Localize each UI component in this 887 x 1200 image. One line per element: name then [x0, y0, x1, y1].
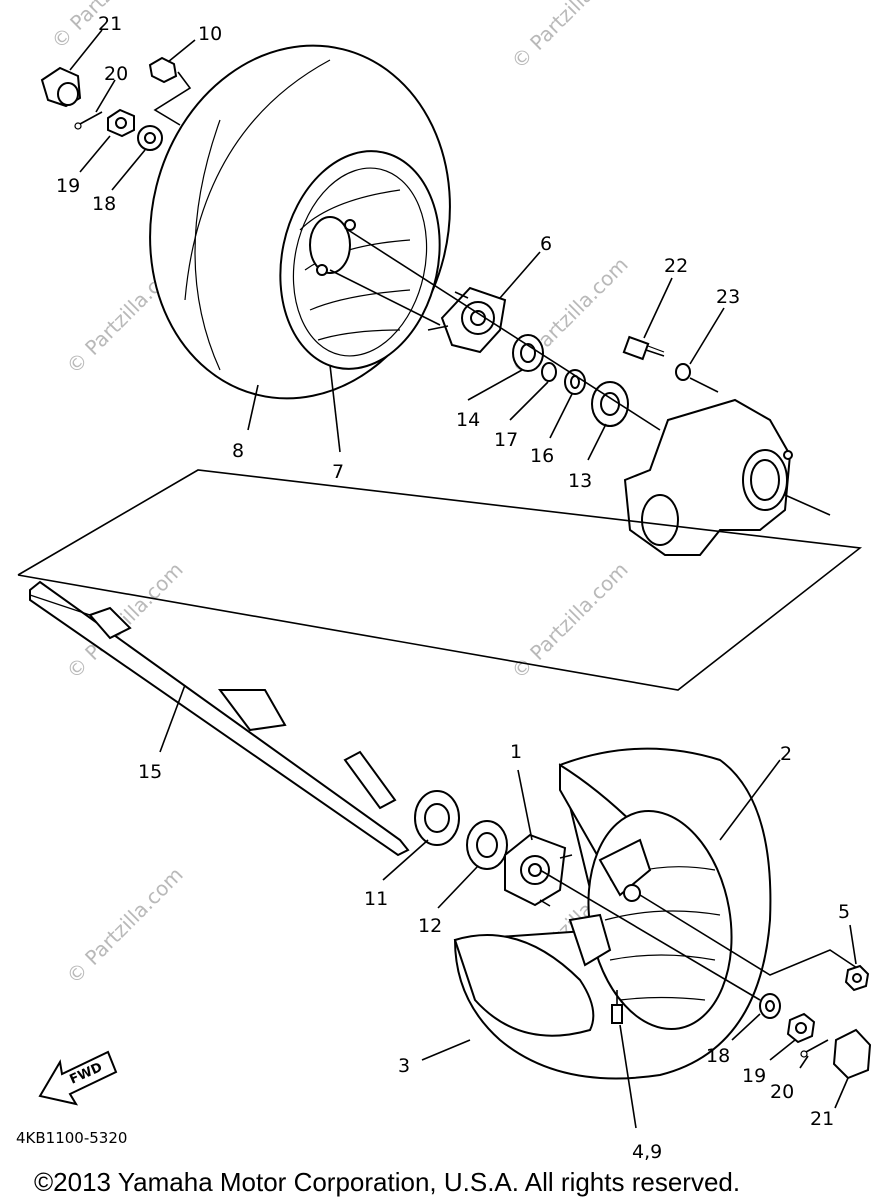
callout-16: 16	[530, 445, 554, 467]
callout-1: 1	[510, 741, 522, 763]
nut-5	[844, 964, 870, 992]
nut-10	[148, 56, 178, 84]
hub-1	[504, 833, 573, 907]
callout-21-lower: 21	[810, 1108, 834, 1130]
callout-18-upper: 18	[92, 193, 116, 215]
copyright-footer: ©2013 Yamaha Motor Corporation, U.S.A. A…	[34, 1167, 740, 1197]
bearing-12	[466, 820, 508, 870]
callout-20-lower: 20	[770, 1081, 794, 1103]
callout-19-upper: 19	[56, 175, 80, 197]
callout-8: 8	[232, 440, 244, 462]
cap-21-lower	[832, 1028, 872, 1080]
callout-labels: 21 10 20 19 18 6 22 23 8 7 14 17 16 13 1…	[56, 13, 850, 1163]
callout-7: 7	[332, 461, 344, 483]
callout-5: 5	[838, 901, 850, 923]
hub-6	[427, 286, 507, 354]
axis-line-case	[784, 494, 831, 516]
axis-line-upper-2	[329, 269, 441, 326]
nut-19-upper	[107, 108, 135, 138]
upper-wheel-assembly	[149, 44, 451, 400]
callout-17: 17	[494, 429, 518, 451]
stud-4-9	[611, 990, 623, 1024]
callout-19-lower: 19	[742, 1065, 766, 1087]
watermark: © Partzilla.com	[507, 557, 633, 683]
axis-line-upper	[344, 227, 661, 431]
callout-23: 23	[716, 286, 740, 308]
final-gear-case	[623, 398, 793, 556]
axis-line-lower	[539, 869, 761, 1001]
reference-box	[17, 469, 863, 691]
callout-3: 3	[398, 1055, 410, 1077]
watermark: © Partzilla.com	[62, 862, 188, 988]
callout-20-upper: 20	[104, 63, 128, 85]
axis-line-lower-2	[639, 894, 861, 976]
callout-21-upper: 21	[98, 13, 122, 35]
washer-18-upper	[137, 125, 163, 151]
callout-12: 12	[418, 915, 442, 937]
leader	[153, 71, 192, 126]
cotter-pin-20-upper	[74, 111, 103, 130]
callout-6: 6	[540, 233, 552, 255]
washer-23	[675, 363, 691, 381]
callout-2: 2	[780, 743, 792, 765]
leader	[689, 377, 719, 393]
callout-15: 15	[138, 761, 162, 783]
cap-21-upper	[40, 66, 82, 108]
axle-15	[29, 580, 410, 857]
leader-lines	[69, 29, 857, 1129]
callout-13: 13	[568, 470, 592, 492]
callout-11: 11	[364, 888, 388, 910]
collar-16	[564, 369, 586, 395]
nut-19-lower	[786, 1012, 816, 1044]
bearing-13	[591, 381, 629, 427]
cotter-pin-20-lower	[800, 1039, 829, 1058]
callout-4-9: 4,9	[632, 1141, 662, 1163]
part-code: 4KB1100-5320	[16, 1129, 127, 1147]
bearing-11	[414, 790, 460, 846]
forward-arrow: FWD	[38, 1050, 118, 1106]
bolt-22	[622, 335, 665, 361]
callout-18-lower: 18	[706, 1045, 730, 1067]
rim-7	[279, 150, 441, 370]
watermark: © Partzilla.com	[507, 0, 633, 74]
callout-14: 14	[456, 409, 480, 431]
callout-10: 10	[198, 23, 222, 45]
washer-18-lower	[759, 993, 781, 1019]
o-ring-17	[541, 362, 557, 382]
callout-22: 22	[664, 255, 688, 277]
rim-2	[568, 809, 733, 1031]
